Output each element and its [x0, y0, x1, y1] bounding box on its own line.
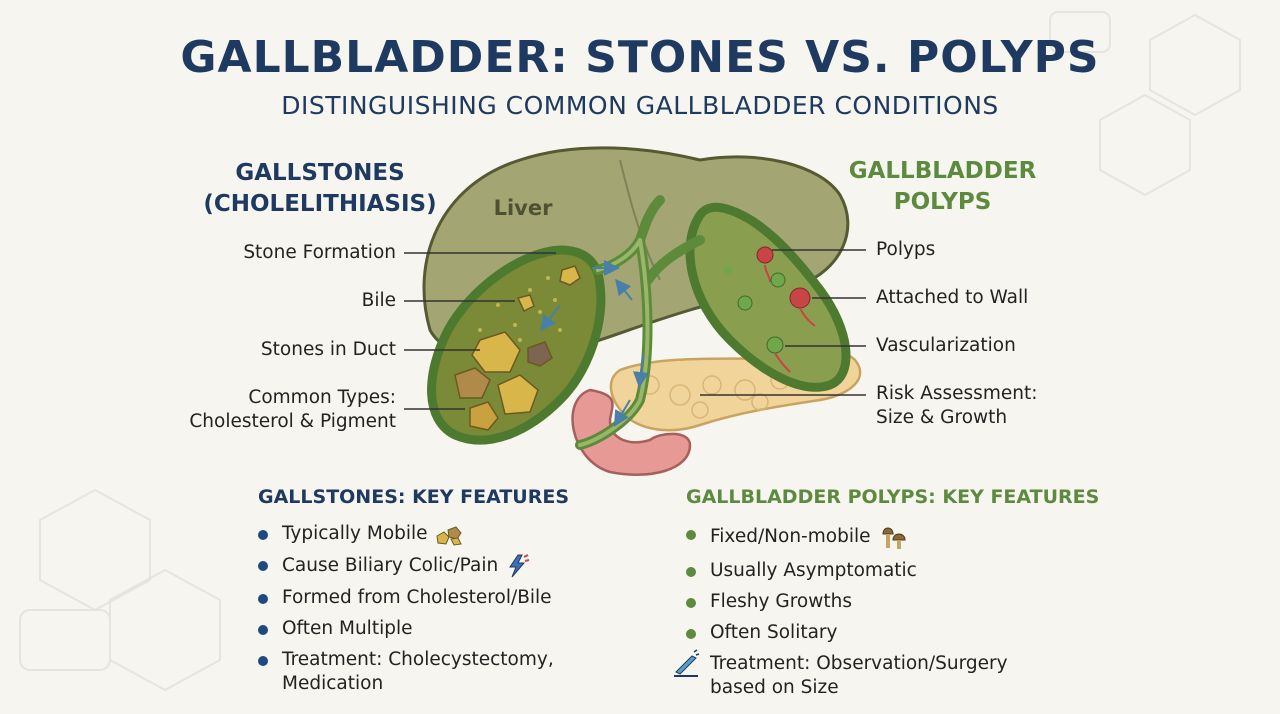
gallstones-heading: GALLSTONES (CHOLELITHIASIS) — [203, 160, 437, 217]
liver-label: Liver — [494, 196, 554, 220]
label-common-types: Common Types: Cholesterol & Pigment — [189, 387, 396, 432]
list-item: Typically Mobile — [256, 522, 554, 546]
duodenum — [571, 388, 692, 476]
gallstones-features-list: Typically Mobile Cause Biliary Colic/Pai… — [256, 522, 554, 703]
list-item: based on Size — [710, 677, 839, 698]
list-item: Often Solitary — [684, 621, 1008, 645]
list-item: Often Multiple — [256, 617, 554, 641]
bullet-icon — [258, 530, 268, 540]
polyps-heading: GALLBLADDER POLYPS — [848, 158, 1037, 215]
bullet-icon — [258, 656, 268, 666]
label-risk-assessment: Risk Assessment: Size & Growth — [876, 383, 1038, 428]
bullet-icon — [686, 567, 696, 577]
stones-icon — [436, 526, 462, 546]
list-item: Treatment: Observation/Surgery — [674, 649, 1008, 677]
page-title: GALLBLADDER: STONES VS. POLYPS — [180, 32, 1100, 83]
lightning-pain-icon — [509, 554, 530, 578]
scalpel-icon — [674, 649, 700, 677]
gallbladder-polyps — [685, 202, 851, 392]
list-item: Fleshy Growths — [684, 590, 1008, 614]
polyps-features-heading: GALLBLADDER POLYPS: KEY FEATURES — [686, 486, 1100, 508]
list-item: Fixed/Non-mobile — [684, 522, 1008, 552]
label-stone-formation: Stone Formation — [243, 242, 396, 263]
polyps-features-list: Fixed/Non-mobile Usually Asymptomatic Fl… — [674, 522, 1008, 707]
label-stones-in-duct: Stones in Duct — [260, 339, 396, 360]
label-polyps: Polyps — [876, 239, 936, 260]
polyps-group — [724, 246, 816, 373]
list-item: Usually Asymptomatic — [684, 559, 1008, 583]
bullet-icon — [258, 625, 268, 635]
list-item: Medication — [282, 673, 384, 694]
gallstones-features-heading: GALLSTONES: KEY FEATURES — [258, 486, 570, 508]
bullet-icon — [258, 561, 268, 571]
list-item: Treatment: Cholecystectomy, — [256, 648, 554, 672]
label-bile: Bile — [361, 290, 396, 311]
bullet-icon — [686, 598, 696, 608]
label-attached-to-wall: Attached to Wall — [876, 287, 1029, 308]
mushroom-polyp-icon — [882, 527, 906, 549]
gallstones-group — [454, 265, 581, 431]
list-item: Formed from Cholesterol/Bile — [256, 586, 554, 610]
list-item: Cause Biliary Colic/Pain — [256, 553, 554, 579]
label-vascularization: Vascularization — [876, 335, 1016, 356]
page-subtitle: DISTINGUISHING COMMON GALLBLADDER CONDIT… — [281, 91, 999, 120]
bullet-icon — [686, 530, 696, 540]
bullet-icon — [686, 629, 696, 639]
bullet-icon — [258, 594, 268, 604]
